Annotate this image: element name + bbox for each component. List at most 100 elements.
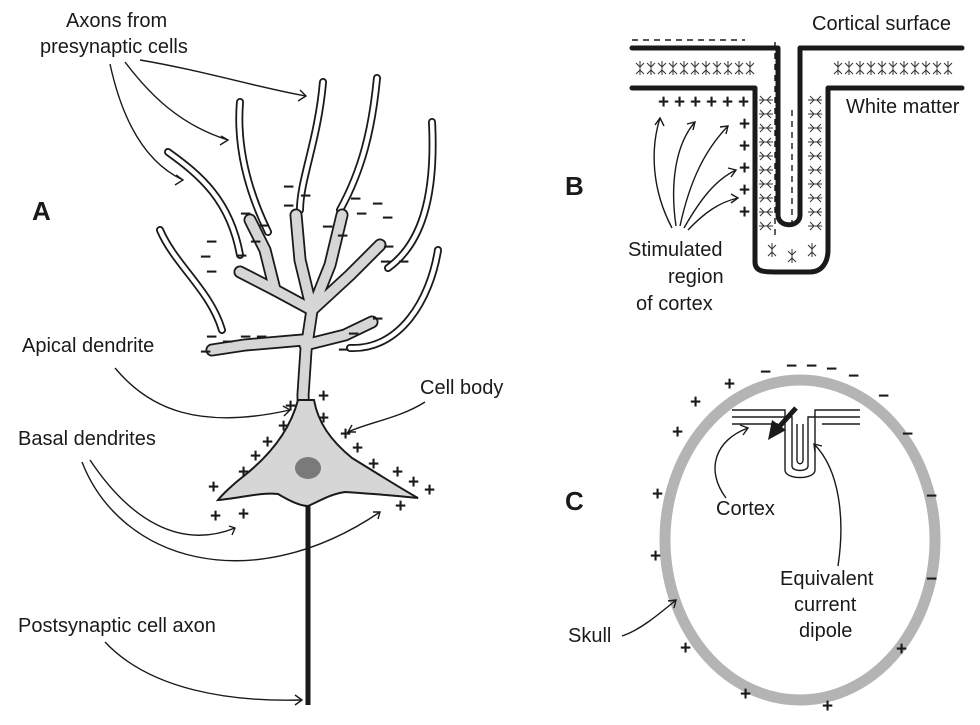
svg-text:+: + [408,472,419,493]
cortical-neuron-mark [759,124,773,132]
svg-text:+: + [674,92,685,113]
cortical-neuron-mark [735,61,743,75]
svg-text:−: − [283,177,294,198]
label-dipole-line1: Equivalent [780,568,874,590]
svg-text:+: + [739,180,750,201]
cortical-neuron-mark [856,61,864,75]
panel-a: A [18,10,503,705]
svg-text:+: + [262,432,273,453]
svg-text:+: + [822,696,833,717]
svg-text:−: − [878,386,889,407]
svg-text:−: − [256,327,267,348]
cortical-neuron-mark [808,96,822,104]
cortical-neuron-mark [878,61,886,75]
svg-text:+: + [278,416,289,437]
stimulated-arrows [654,118,738,230]
cortical-neuron-mark [933,61,941,75]
cortical-neuron-mark [759,110,773,118]
svg-text:−: − [250,232,261,253]
svg-text:−: − [926,569,937,590]
cortex-sulcus [732,410,860,478]
svg-text:−: − [848,366,859,387]
cortical-neuron-mark [911,61,919,75]
svg-text:−: − [200,342,211,363]
svg-text:−: − [826,359,837,380]
svg-text:−: − [806,356,817,377]
svg-text:+: + [208,477,219,498]
cortical-neuron-mark [900,61,908,75]
label-axons-line1: Axons from [66,10,167,32]
svg-text:+: + [352,438,363,459]
svg-text:+: + [424,480,435,501]
svg-text:−: − [760,362,771,383]
cortical-neuron-mark [746,61,754,75]
svg-text:−: − [337,226,348,247]
label-stimulated-line2: region [668,266,724,288]
svg-text:−: − [236,246,247,267]
svg-text:+: + [706,92,717,113]
cortical-neuron-mark [702,61,710,75]
label-stimulated-line3: of cortex [636,293,713,315]
cortical-neuron-mark [845,61,853,75]
svg-text:−: − [338,340,349,361]
svg-text:+: + [652,484,663,505]
cortical-neuron-mark [759,152,773,160]
svg-text:−: − [206,262,217,283]
skull-outline [665,380,935,700]
cortical-neuron-mark [944,61,952,75]
cortical-neuron-mark [788,249,796,263]
svg-text:+: + [368,454,379,475]
svg-text:−: − [902,424,913,445]
cortical-neuron-mark [636,61,644,75]
cortical-neuron-mark [808,166,822,174]
svg-text:+: + [250,446,261,467]
panel-c: C − − − − − − − − − + [565,356,937,717]
cortical-neuron-mark [691,61,699,75]
svg-text:+: + [318,408,329,429]
svg-text:+: + [690,392,701,413]
svg-text:−: − [380,252,391,273]
svg-text:+: + [724,374,735,395]
svg-text:−: − [240,327,251,348]
label-apical-dendrite: Apical dendrite [22,335,154,357]
cortical-neuron-mark [759,96,773,104]
svg-text:−: − [348,324,359,345]
svg-text:+: + [340,424,351,445]
svg-text:+: + [896,639,907,660]
cortical-neuron-mark [647,61,655,75]
cortical-neuron-mark [834,61,842,75]
cortical-neuron-mark [759,166,773,174]
nucleus [295,457,321,479]
panel-a-letter: A [32,196,51,226]
svg-text:+: + [658,92,669,113]
svg-text:−: − [283,196,294,217]
label-stimulated-line1: Stimulated [628,239,723,261]
svg-text:+: + [690,92,701,113]
cortical-neuron-mark [669,61,677,75]
svg-text:−: − [786,356,797,377]
cortical-neuron-mark [808,222,822,230]
svg-text:+: + [722,92,733,113]
cortical-neuron-mark [867,61,875,75]
svg-text:+: + [392,462,403,483]
label-axons-line2: presynaptic cells [40,36,188,58]
svg-text:+: + [238,462,249,483]
cortical-neuron-mark [658,61,666,75]
label-postsynaptic-axon: Postsynaptic cell axon [18,615,216,637]
leader-arrows-a [82,60,425,705]
label-cortex: Cortex [716,498,775,520]
cortical-neuron-mark [759,208,773,216]
svg-text:+: + [738,92,749,113]
cortical-neuron-mark [889,61,897,75]
cortical-neuron-mark [713,61,721,75]
cortical-neuron-mark [680,61,688,75]
svg-text:−: − [322,217,333,238]
cortical-neuron-mark [808,152,822,160]
svg-text:−: − [372,309,383,330]
svg-text:+: + [739,136,750,157]
svg-text:+: + [739,114,750,135]
label-skull: Skull [568,625,611,647]
neuron [212,215,418,705]
panel-b: B Cortical surface White matter + + + + … [565,13,962,315]
